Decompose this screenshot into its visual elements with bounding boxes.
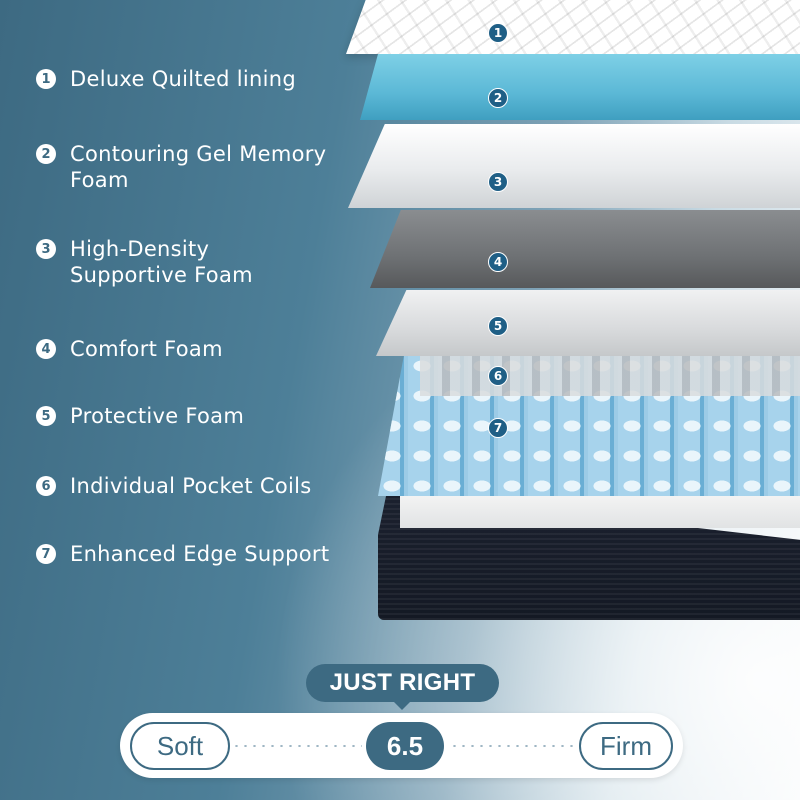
firm-label: Firm xyxy=(579,722,673,770)
base-foam-strip xyxy=(400,492,800,528)
legend-number-5: 5 xyxy=(36,406,56,426)
legend-number-6: 6 xyxy=(36,476,56,496)
legend-label-6: Individual Pocket Coils xyxy=(70,474,312,498)
comfort-foam-layer xyxy=(370,210,800,288)
legend-item-7: 7 Enhanced Edge Support xyxy=(36,541,329,567)
legend-item-4: 4 Comfort Foam xyxy=(36,336,223,362)
legend-item-3: 3 High-Density Supportive Foam xyxy=(36,236,253,288)
scale-dots-right xyxy=(450,745,574,747)
layer-legend: 1 Deluxe Quilted lining 2 Contouring Gel… xyxy=(0,0,360,600)
layer-marker-6: 6 xyxy=(488,366,508,386)
legend-number-7: 7 xyxy=(36,544,56,564)
legend-number-4: 4 xyxy=(36,339,56,359)
legend-item-5: 5 Protective Foam xyxy=(36,403,244,429)
layer-marker-7: 7 xyxy=(488,418,508,438)
soft-label: Soft xyxy=(130,722,230,770)
firmness-scale: Soft 6.5 Firm xyxy=(120,713,683,778)
legend-label-7: Enhanced Edge Support xyxy=(70,542,330,566)
legend-item-6: 6 Individual Pocket Coils xyxy=(36,473,312,499)
legend-number-3: 3 xyxy=(36,239,56,259)
legend-number-1: 1 xyxy=(36,69,56,89)
legend-number-2: 2 xyxy=(36,144,56,164)
layer-marker-1: 1 xyxy=(488,23,508,43)
layer-marker-3: 3 xyxy=(488,172,508,192)
just-right-badge-pointer xyxy=(392,700,412,710)
layer-marker-2: 2 xyxy=(488,88,508,108)
legend-label-3: High-Density Supportive Foam xyxy=(70,237,253,287)
mattress-exploded-view: 1 2 3 4 5 6 7 xyxy=(330,0,800,640)
scale-dots-left xyxy=(232,745,362,747)
just-right-badge: JUST RIGHT xyxy=(306,664,499,702)
layer-marker-5: 5 xyxy=(488,316,508,336)
high-density-foam-layer xyxy=(348,124,800,208)
pocket-coils-top-row xyxy=(420,356,800,396)
legend-label-2: Contouring Gel Memory Foam xyxy=(70,142,327,192)
gel-memory-foam-layer xyxy=(360,54,800,120)
quilted-lining-layer xyxy=(346,0,800,54)
firmness-value: 6.5 xyxy=(366,722,444,770)
protective-foam-layer xyxy=(376,290,800,356)
legend-label-4: Comfort Foam xyxy=(70,337,223,361)
legend-item-2: 2 Contouring Gel Memory Foam xyxy=(36,141,326,193)
legend-label-1: Deluxe Quilted lining xyxy=(70,67,297,91)
legend-label-5: Protective Foam xyxy=(70,404,245,428)
layer-marker-4: 4 xyxy=(488,252,508,272)
legend-item-1: 1 Deluxe Quilted lining xyxy=(36,66,296,92)
